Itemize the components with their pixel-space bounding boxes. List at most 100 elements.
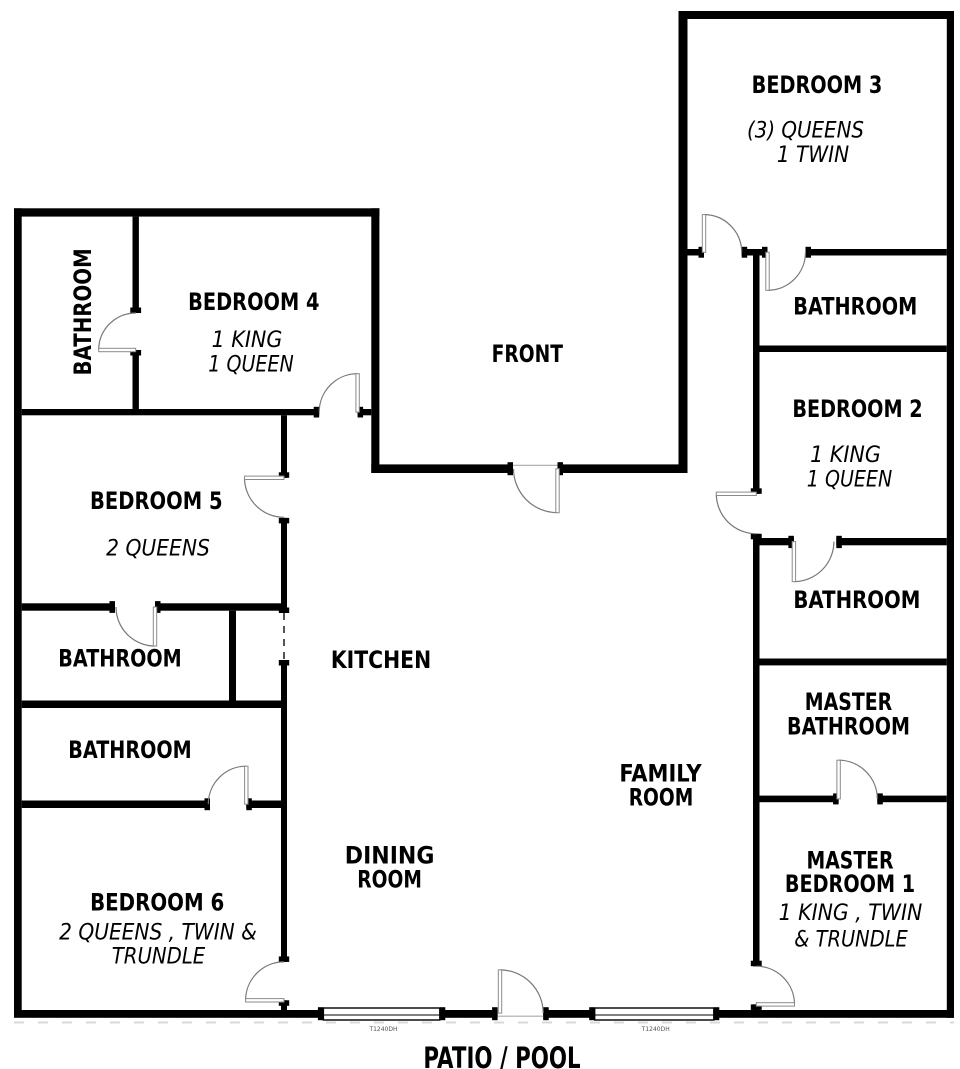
wall [371, 208, 380, 474]
wall [281, 660, 287, 962]
room-label-dining-room-line1: DINING [345, 841, 435, 869]
beds-label-bedroom-6-line2: TRUNDLE [112, 945, 206, 970]
wall [836, 538, 947, 546]
wall [713, 1010, 954, 1018]
bathroom-left-mid-door-swing-arc [115, 606, 156, 647]
wall-end-cap [750, 960, 762, 967]
wall [357, 409, 372, 416]
beds-label-bedroom-5: 2 QUEENS [106, 537, 210, 562]
wall [14, 208, 22, 1018]
wall [246, 800, 287, 808]
structure-layer [14, 11, 954, 1024]
room-label-bedroom-4: BEDROOM 4 [188, 288, 319, 316]
wall-end-cap [750, 488, 762, 494]
wall [281, 517, 287, 613]
wall [877, 795, 947, 803]
bedroom4-door-leaf [355, 373, 360, 413]
room-label-family-room-line2: ROOM [629, 784, 694, 812]
window [322, 1007, 441, 1021]
wall-end-cap [788, 535, 794, 549]
wall-end-cap [750, 533, 762, 540]
patio-door-swing-arc [499, 969, 544, 1014]
wall-end-cap [805, 246, 811, 258]
front-door-swing-arc [512, 468, 558, 514]
wall-end-cap [278, 956, 290, 962]
wall [759, 345, 947, 352]
room-label-dining-room-line2: ROOM [357, 865, 422, 893]
bathroom-left-top-door-leaf [98, 347, 137, 353]
bedroom4-door-swing-arc [318, 373, 358, 413]
bathroom-left-mid-door-leaf [152, 606, 158, 647]
patio-door-leaf [497, 969, 503, 1014]
wall-end-cap [109, 601, 115, 613]
room-label-bathroom-left-low: BATHROOM [68, 736, 191, 764]
area-label-front: FRONT [492, 340, 564, 368]
bedroom2-door-swing-arc [715, 493, 757, 535]
room-label-master-bedroom-line1: MASTER [807, 847, 894, 875]
bathroom-right-top-door-leaf [765, 251, 770, 291]
wall [229, 610, 236, 701]
room-label-bedroom-6: BEDROOM 6 [90, 889, 224, 917]
room-label-master-bathroom-line2: BATHROOM [787, 713, 910, 741]
bathroom-right-top-door-swing-arc [767, 252, 807, 291]
wall [132, 350, 139, 409]
wall-end-cap [877, 793, 883, 805]
wall-end-cap [357, 406, 364, 418]
wall [371, 464, 513, 473]
beds-label-master-bedroom-line2: & TRUNDLE [794, 928, 908, 953]
wall [759, 795, 839, 803]
wall-end-cap [278, 660, 290, 666]
wall [687, 249, 704, 256]
wall [21, 800, 211, 808]
wall-end-cap [278, 1000, 290, 1006]
master-bedroom-door-leaf [755, 1002, 795, 1007]
wall-end-cap [543, 1007, 549, 1021]
wall-end-cap [741, 246, 748, 258]
wall [557, 464, 688, 473]
bathroom-left-top-door-swing-arc [98, 312, 136, 351]
wall [281, 415, 287, 478]
room-label-bathroom-right-mid: BATHROOM [793, 586, 920, 614]
room-label-bathroom-right-top: BATHROOM [793, 293, 917, 321]
wall-end-cap [762, 246, 768, 258]
wall [14, 1010, 324, 1018]
wall [753, 533, 760, 967]
wall-end-cap [130, 307, 142, 313]
beds-label-bedroom-6-line1: 2 QUEENS , TWIN & [59, 921, 257, 946]
wall [753, 255, 760, 494]
room-label-bedroom-2: BEDROOM 2 [792, 395, 922, 423]
wall [805, 249, 947, 256]
wall-end-cap [317, 1007, 324, 1021]
bedroom2-door-leaf [715, 491, 757, 497]
wall [741, 249, 768, 256]
beds-label-bedroom-3-line1: (3) QUEENS [747, 119, 864, 144]
beds-label-bedroom-2-line2: 1 QUEEN [807, 468, 892, 493]
wall [543, 1010, 595, 1018]
wall [678, 11, 954, 19]
bathroom-right-mid-door-swing-arc [793, 541, 835, 583]
bathroom-left-low-door-swing-arc [207, 765, 247, 805]
wall-end-cap [836, 535, 842, 549]
wall-end-cap [833, 793, 839, 805]
wall [439, 1010, 498, 1018]
beds-label-bedroom-3-line2: 1 TWIN [777, 143, 849, 168]
master-bathroom-door-leaf [836, 759, 841, 800]
room-label-family-room-line1: FAMILY [619, 760, 702, 788]
window-size-tag-2: T1240DH [641, 1026, 670, 1033]
wall-end-cap [278, 517, 290, 524]
wall [21, 409, 320, 416]
bedroom5-door-swing-arc [243, 477, 285, 518]
wall [946, 11, 954, 1018]
wall [678, 11, 688, 473]
master-bathroom-door-swing-arc [838, 759, 878, 799]
room-label-bedroom-5: BEDROOM 5 [90, 487, 223, 515]
room-label-bathroom-left-mid: BATHROOM [58, 645, 181, 673]
wall [759, 538, 794, 546]
cased-opening-clear [280, 613, 288, 660]
bedroom5-door-leaf [244, 475, 285, 481]
wall-end-cap [589, 1007, 595, 1021]
bedroom6-door-swing-arc [245, 961, 285, 1001]
front-door-leaf [555, 468, 560, 514]
